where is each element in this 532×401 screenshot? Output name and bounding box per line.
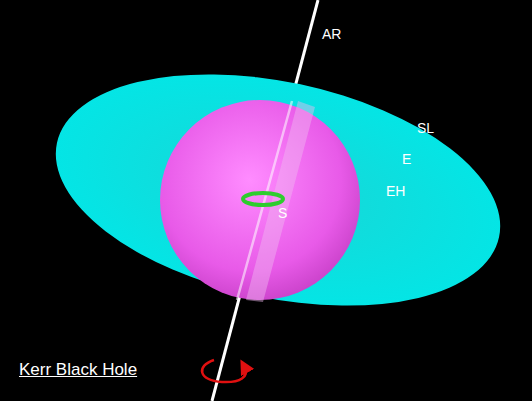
part-label: E [402, 152, 411, 166]
part-label: AR [322, 27, 341, 41]
axis-inside [237, 101, 292, 300]
ergosphere [34, 37, 521, 342]
part-label: S [278, 206, 287, 220]
ring-singularity [243, 193, 283, 205]
part-label: SL [417, 121, 434, 135]
caption: Kerr Black Hole [19, 361, 137, 378]
rotation-arrow [202, 360, 246, 382]
part-label: EH [386, 184, 405, 198]
